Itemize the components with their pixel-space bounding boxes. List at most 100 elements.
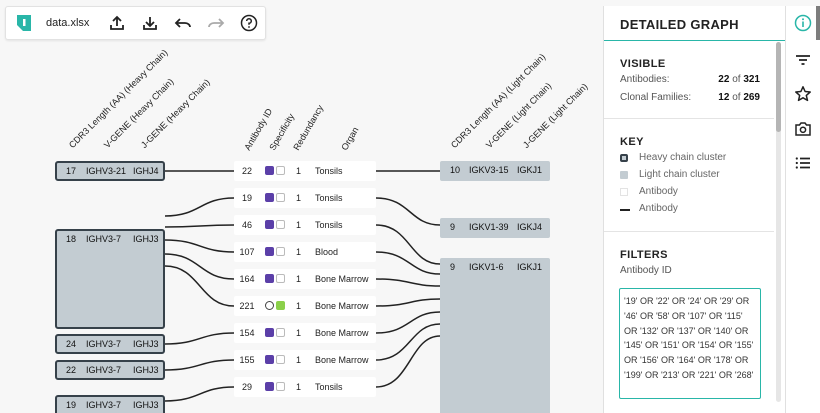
cluster-vgene: IGKV3-15 (469, 165, 509, 175)
heavy-cluster[interactable]: 22 IGHV3-7 IGHJ3 (55, 360, 165, 380)
antibody-id-filter-input[interactable]: '19' OR '22' OR '24' OR '29' OR '46' OR … (619, 288, 761, 399)
antibodies-total: 321 (743, 74, 760, 85)
antibodies-value: 22 (718, 74, 730, 85)
antibody-row[interactable]: 155 1 Bone Marrow (234, 350, 376, 370)
specificity-marker (265, 193, 274, 202)
specificity-marker (276, 274, 285, 283)
redo-icon[interactable] (206, 13, 226, 33)
light-cluster[interactable]: 9 IGKV1-39 IGKJ4 (440, 218, 550, 238)
heavy-cluster[interactable]: 24 IGHV3-7 IGHJ3 (55, 334, 165, 354)
antibody-redundancy: 1 (296, 247, 302, 257)
cluster-cdr3: 10 (450, 165, 461, 175)
cluster-jgene: IGHJ3 (133, 234, 159, 244)
antibodies-count: Antibodies: 22 of 321 (620, 74, 760, 85)
antibody-id: 164 (239, 274, 255, 284)
antibody-id: 22 (241, 166, 252, 176)
antibody-id: 19 (241, 193, 252, 203)
specificity-marker (276, 382, 285, 391)
antibody-redundancy: 1 (296, 382, 302, 392)
key-label: Antibody (639, 186, 678, 197)
info-icon[interactable] (791, 11, 815, 35)
antibody-row[interactable]: 19 1 Tonsils (234, 188, 376, 208)
download-icon[interactable] (140, 13, 160, 33)
antibody-id: 155 (239, 355, 255, 365)
specificity-marker (265, 274, 274, 283)
scroll-thumb[interactable] (776, 42, 781, 132)
cluster-jgene: IGKJ1 (517, 262, 543, 272)
antibody-organ: Bone Marrow (315, 274, 369, 284)
antibody-organ: Bone Marrow (315, 301, 369, 311)
specificity-marker (265, 328, 274, 337)
specificity-marker (276, 301, 285, 310)
specificity-marker (265, 220, 274, 229)
light-cluster[interactable]: 10 IGKV3-15 IGKJ1 (440, 161, 550, 181)
specificity-marker (265, 166, 274, 175)
antibody-redundancy: 1 (296, 274, 302, 284)
antibody-row[interactable]: 221 1 Bone Marrow (234, 296, 376, 316)
antibody-row[interactable]: 46 1 Tonsils (234, 215, 376, 235)
filter-icon[interactable] (791, 48, 815, 72)
divider (604, 231, 774, 232)
antibody-row[interactable]: 164 1 Bone Marrow (234, 269, 376, 289)
light-cluster[interactable]: 9 IGKV1-6 IGKJ1 (440, 258, 550, 413)
panel-scrollbar[interactable] (776, 42, 781, 402)
detailed-graph[interactable]: CDR3 Length (AA) (Heavy Chain) V-GENE (H… (0, 44, 602, 413)
camera-icon[interactable] (791, 117, 815, 141)
star-icon[interactable] (791, 82, 815, 106)
families-value: 12 (718, 92, 730, 103)
cluster-cdr3: 9 (450, 222, 456, 232)
heavy-cluster[interactable]: 19 IGHV3-7 IGHJ3 (55, 395, 165, 413)
icon-rail (785, 6, 820, 413)
detailed-graph-panel: DETAILED GRAPH VISIBLE Antibodies: 22 of… (603, 6, 786, 413)
key-label: Heavy chain cluster (639, 152, 727, 163)
connection-lines (164, 170, 441, 402)
specificity-marker (276, 247, 285, 256)
specificity-marker (265, 247, 274, 256)
antibody-redundancy: 1 (296, 355, 302, 365)
cluster-jgene: IGHJ3 (133, 339, 159, 349)
light-cluster-swatch (620, 171, 628, 179)
antibody-id: 154 (239, 328, 255, 338)
undo-icon[interactable] (173, 13, 193, 33)
logo-icon (14, 13, 34, 33)
antibody-redundancy: 1 (296, 166, 302, 176)
antibody-id: 107 (239, 247, 255, 257)
help-icon[interactable] (239, 13, 259, 33)
cluster-vgene: IGHV3-7 (86, 234, 122, 244)
antibody-organ: Tonsils (315, 382, 343, 392)
antibodies-label: Antibodies: (620, 74, 670, 85)
antibody-redundancy: 1 (296, 220, 302, 230)
antibody-row[interactable]: 29 1 Tonsils (234, 377, 376, 397)
list-icon[interactable] (791, 151, 815, 175)
key-section-title: KEY (620, 136, 644, 148)
upload-icon[interactable] (107, 13, 127, 33)
antibody-id: 46 (241, 220, 252, 230)
specificity-marker (276, 166, 285, 175)
heavy-cluster[interactable]: 17 IGHV3-21 IGHJ4 (55, 161, 165, 181)
specificity-marker (276, 355, 285, 364)
antibody-row[interactable]: 22 1 Tonsils (234, 161, 376, 181)
cluster-vgene: IGHV3-7 (86, 365, 122, 375)
heavy-cluster[interactable]: 18 IGHV3-7 IGHJ3 (55, 229, 165, 329)
cluster-vgene: IGKV1-6 (469, 262, 504, 272)
cluster-jgene: IGKJ1 (517, 165, 543, 175)
cluster-vgene: IGHV3-7 (86, 400, 122, 410)
file-name: data.xlsx (46, 17, 90, 29)
visible-section-title: VISIBLE (620, 58, 666, 70)
cluster-vgene: IGHV3-21 (86, 166, 127, 176)
panel-title: DETAILED GRAPH (620, 17, 739, 32)
active-tab-indicator (816, 6, 820, 40)
panel-title-underline (604, 40, 786, 41)
antibody-redundancy: 1 (296, 328, 302, 338)
cluster-jgene: IGKJ4 (517, 222, 543, 232)
specificity-marker (265, 355, 274, 364)
antibody-redundancy: 1 (296, 301, 302, 311)
antibody-row[interactable]: 107 1 Blood (234, 242, 376, 262)
families-label: Clonal Families: (620, 92, 692, 103)
antibody-id: 221 (239, 301, 255, 311)
antibody-organ: Tonsils (315, 193, 343, 203)
antibody-row[interactable]: 154 1 Bone Marrow (234, 323, 376, 343)
antibody-organ: Bone Marrow (315, 328, 369, 338)
clonal-families-count: Clonal Families: 12 of 269 (620, 92, 760, 103)
antibody-organ: Tonsils (315, 220, 343, 230)
